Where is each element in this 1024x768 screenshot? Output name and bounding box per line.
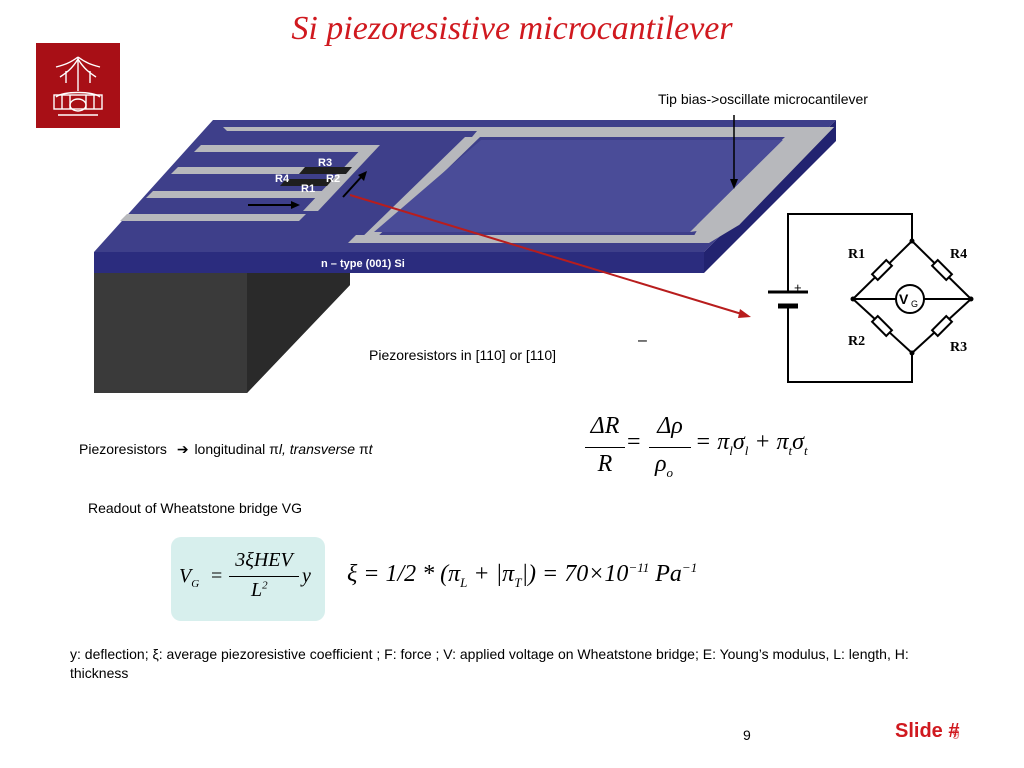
resistor-label-r3: R3 [318,157,333,169]
transverse-symbol: t [368,441,373,457]
substrate-label: n – type (001) Si [321,258,405,270]
resistor-label-r2: R2 [326,173,341,185]
bridge-label-r2: R2 [848,334,865,349]
resistor-label-r4: R4 [275,173,290,185]
resistance-change-equation: ΔR R = Δρ ρo = πlσl + πtσt [585,413,845,483]
page-number: 9 [743,727,751,743]
xi-equation: ξ = 1/2 * (πL + |πT|) = 70×10−11 Pa−1 [347,560,697,591]
eq2-l: L [251,579,263,601]
slide-number-ghost: 9 [952,726,960,742]
eq3-sub-l: L [460,574,468,590]
variable-definitions: y: deflection; ξ: average piezoresistive… [70,646,909,681]
eq3-unit-exponent: −1 [681,560,698,575]
eq3-exponent: −11 [628,560,650,575]
eq1-sub-l1: l [729,442,733,458]
slide-title: Si piezoresistive microcantilever [291,10,733,47]
eq2-numerator: 3ξHEV [235,549,293,571]
eq1-rho: ρ [655,451,667,477]
eq2-y: y [302,565,311,587]
battery-plus: + [794,280,802,295]
resistor-label-r1: R1 [301,183,316,195]
eq2-l-square: 2 [262,579,268,592]
readout-text: Readout of Wheatstone bridge VG [88,500,303,516]
eq3-part2: + |π [467,561,515,587]
eq1-sub-t2: t [804,442,808,458]
transverse-text: , transverse [281,441,356,457]
cantilever-paddle [374,140,783,232]
slide-number-label: Slide # [895,720,960,742]
vg-equation-box: VG = 3ξHEV L2 y [171,537,325,621]
bridge-label-r4: R4 [950,247,967,262]
piezoresistors-word: Piezoresistors [79,441,167,457]
eq1-sub-l2: l [744,442,749,458]
eq3-sub-t: T [514,574,522,590]
eq2-denominator: L2 [251,579,268,602]
bridge-label-r1: R1 [848,247,865,262]
tip-bias-label: Tip bias->oscillate microcantilever [658,91,868,107]
eq1-sigma-t: σ [792,429,804,455]
eq2-g: G [191,578,200,590]
eq2-v: V [179,565,192,587]
eq1-mid-numerator: Δρ [657,413,683,439]
wheatstone-bridge-diagram: + R1 R4 R2 R3 V G [768,213,974,383]
university-logo [36,43,120,128]
pi-symbol: π [358,441,369,457]
eq1-sigma-l: σ [732,429,745,455]
arrow-icon: ➔ [176,441,189,457]
longitudinal-transverse-line: Piezoresistors ➔ longitudinal πl, transv… [79,441,373,458]
eq3-part3: |) = 70×10 [521,561,629,587]
piezoresistor-direction-text: Piezoresistors in [110] or [110] [369,347,557,363]
eq1-rho-sub: o [666,464,674,480]
eq1-mid-denominator: ρo [655,451,673,481]
minus-note: – [638,332,647,349]
eq1-sub-t1: t [788,442,793,458]
eq1-rhs-pi: = π [695,429,730,455]
cantilever-diagram [94,115,836,393]
eq1-rhs: = πlσl + πtσt [695,429,808,459]
longitudinal-symbol: l [278,441,282,457]
eq1-lhs-denominator: R [597,451,613,477]
bridge-label-r3: R3 [950,340,967,355]
eq3-part1: ξ = 1/2 * (π [347,561,461,587]
longitudinal-text: longitudinal π [194,441,279,457]
eq2-lhs: VG [179,565,199,590]
eq1-lhs-numerator: ΔR [590,413,620,439]
eq1-plus-pi: + π [754,429,789,455]
eq3-unit: Pa [649,561,682,587]
vg-subscript: G [911,299,918,309]
vg-label: V [899,291,909,307]
